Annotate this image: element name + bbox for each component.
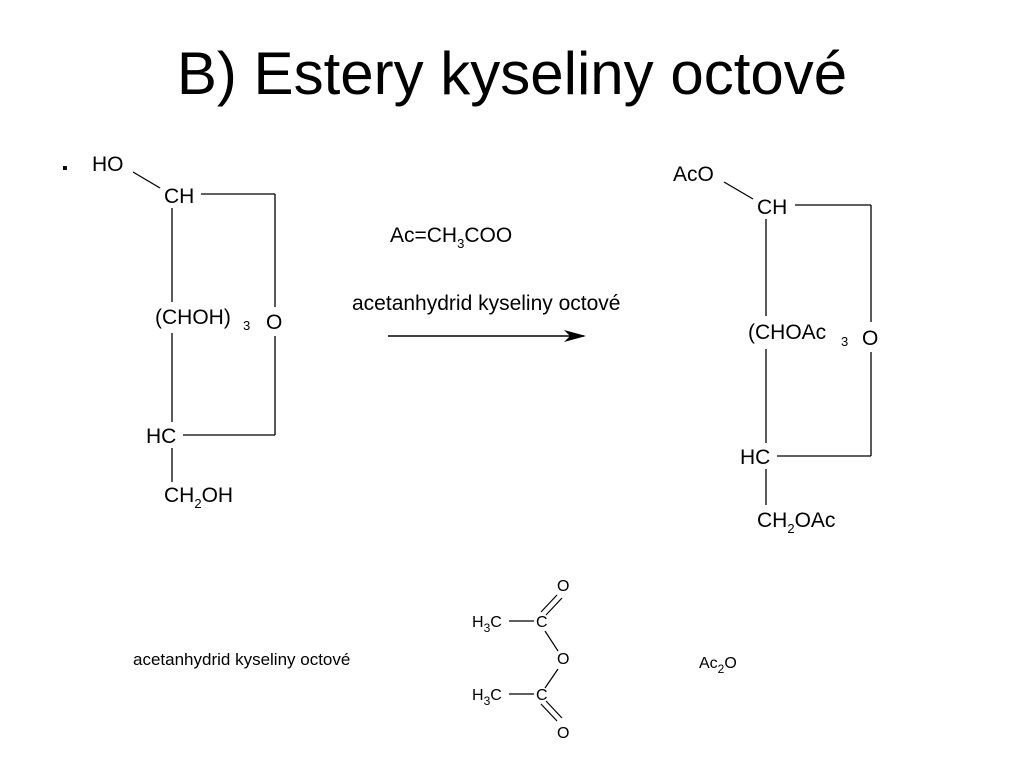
bullet-marker: ▪	[62, 160, 68, 177]
product-structure: AcO CH O (CHOAc 3 HC CH2OAc	[673, 163, 878, 536]
anhydride-top-carbon: C	[536, 614, 548, 631]
reagent-label: acetanhydrid kyseliny octové	[352, 292, 620, 315]
anhydride-structure: O H3C C O H3C C O	[472, 578, 569, 742]
anhydride-bond-c-o-top	[544, 630, 559, 652]
product-side-chain: CH2OAc	[757, 509, 835, 536]
reactant-structure: HO CH O (CHOH) 3 HC CH2OH	[92, 153, 282, 511]
reactant-c1-label: CH	[164, 185, 194, 208]
anhydride-top-double-bond-b	[545, 597, 563, 616]
anhydride-top-double-bond-a	[540, 594, 558, 613]
anhydride-bottom-carbonyl-oxygen: O	[557, 725, 569, 742]
reactant-middle-group: (CHOH)	[155, 306, 231, 329]
product-middle-subscript: 3	[841, 334, 848, 349]
anhydride-bottom-carbon: C	[536, 687, 548, 704]
anhydride-top-carbonyl-oxygen: O	[557, 578, 569, 595]
product-c5-label: HC	[740, 446, 770, 469]
reaction-conditions: Ac=CH3COO acetanhydrid kyseliny octové	[352, 224, 620, 342]
reactant-top-substituent: HO	[92, 153, 124, 176]
product-top-substituent: AcO	[673, 163, 714, 186]
slide-title: B) Estery kyseliny octové	[176, 40, 848, 107]
anhydride-top-methyl: H3C	[472, 614, 502, 635]
anhydride-bottom-methyl: H3C	[472, 687, 502, 708]
reactant-bond-ho-c1	[132, 171, 161, 189]
anhydride-caption: acetanhydrid kyseliny octové	[133, 650, 350, 669]
product-bond-aco-c1	[723, 181, 754, 200]
anhydride-bottom-double-bond-a	[540, 703, 558, 722]
product-ring-oxygen: O	[862, 327, 878, 350]
product-middle-group: (CHOAc	[748, 321, 826, 344]
reactant-middle-subscript: 3	[243, 318, 250, 333]
product-c1-label: CH	[757, 196, 787, 219]
anhydride-bridging-oxygen: O	[557, 651, 569, 668]
anhydride-bottom-double-bond-b	[545, 700, 563, 719]
reactant-c5-label: HC	[146, 425, 176, 448]
reactant-side-chain: CH2OH	[164, 484, 233, 511]
anhydride-formula: Ac2O	[699, 655, 737, 676]
reactant-ring-oxygen: O	[266, 311, 282, 334]
anhydride-bond-o-c-bottom	[544, 668, 559, 689]
reagent-abbreviation-note: Ac=CH3COO	[390, 224, 512, 251]
